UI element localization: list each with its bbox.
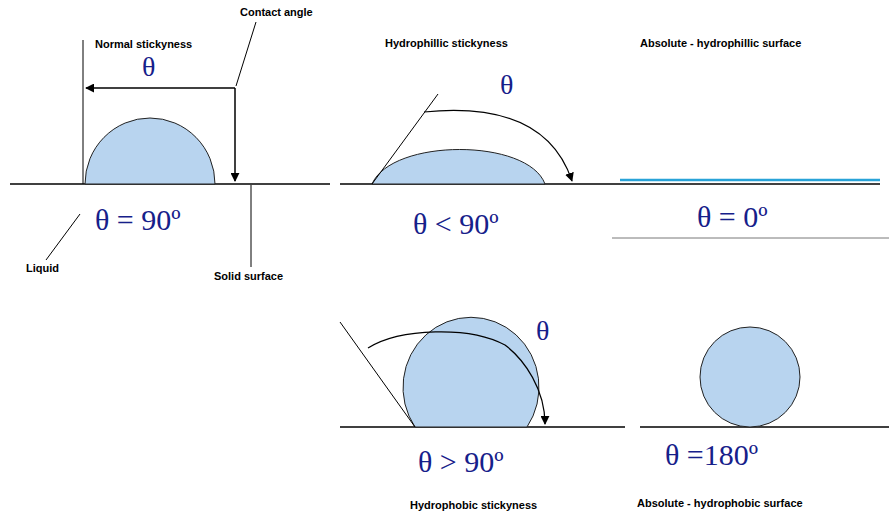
callout-label: Contact angle <box>240 6 313 18</box>
panel-heading: Hydrophobic stickyness <box>410 499 537 511</box>
callout-label: Liquid <box>26 262 59 274</box>
leader-line <box>236 22 256 86</box>
angle-arrow <box>234 88 236 181</box>
liquid-drop <box>85 118 215 184</box>
tangent-line <box>372 94 438 184</box>
angle-arc <box>368 332 545 424</box>
liquid-drop <box>700 327 800 427</box>
liquid-drop <box>372 150 545 185</box>
angle-equation: θ < 90º <box>413 207 499 240</box>
angle-arc <box>424 110 572 181</box>
panel-heading: Hydrophillic stickyness <box>385 37 508 49</box>
panel-heading: Absolute - hydrophillic surface <box>640 37 801 49</box>
callout-label: Solid surface <box>214 270 283 282</box>
solid-surface-line <box>640 426 889 428</box>
angle-symbol: θ <box>536 316 549 347</box>
leader-line <box>251 185 252 267</box>
angle-equation: θ = 0º <box>697 200 768 233</box>
panel-heading: Absolute - hydrophobic surface <box>637 497 803 509</box>
leader-line <box>46 214 80 260</box>
tangent-line <box>83 40 84 184</box>
angle-symbol: θ <box>142 52 155 83</box>
angle-equation: θ =180º <box>665 438 758 471</box>
angle-symbol: θ <box>500 70 513 101</box>
separator-line <box>612 238 889 239</box>
angle-equation: θ > 90º <box>418 445 504 478</box>
solid-surface-line <box>620 183 880 185</box>
angle-equation: θ = 90º <box>95 203 181 236</box>
tangent-line <box>340 322 415 427</box>
angle-arrow <box>86 87 235 89</box>
panel-heading: Normal stickyness <box>95 38 192 50</box>
liquid-film <box>620 179 880 182</box>
